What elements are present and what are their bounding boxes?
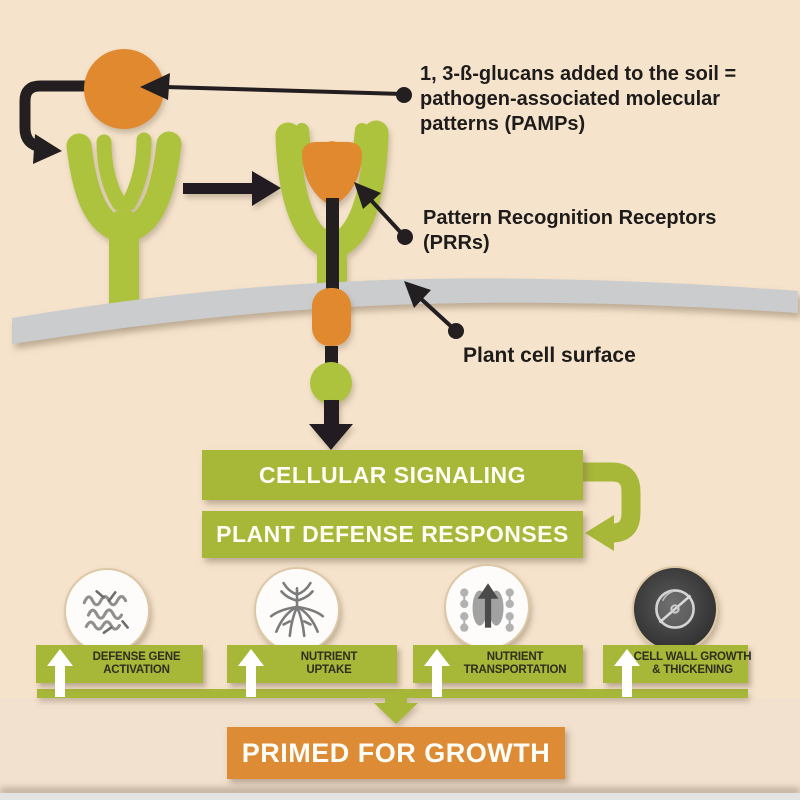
cellular-signaling-banner: CELLULAR SIGNALING <box>202 450 583 500</box>
annotation-line: Pattern Recognition Receptors <box>423 207 717 229</box>
signal-transduction-chain <box>309 198 353 450</box>
nutrient-uptake-circle <box>254 567 340 653</box>
prr-pointer-line <box>354 182 413 245</box>
annotation-line: pathogen-associated molecular <box>420 88 721 110</box>
outcome-label: DEFENSE GENE ACTIVATION <box>92 651 181 676</box>
nutrient-transport-circle <box>444 564 530 650</box>
bound-pamp <box>302 141 362 206</box>
bottom-edge-strip <box>0 793 800 800</box>
up-arrow-icon <box>424 649 450 697</box>
annotation-line: 1, 3-ß-glucans added to the soil = <box>420 63 737 85</box>
defense-gene-circle <box>64 568 150 654</box>
banner-connector-arrow <box>575 462 641 551</box>
pamp-molecule <box>84 49 164 129</box>
annotation-line: patterns (PAMPs) <box>420 113 586 135</box>
membrane-transporter-icon <box>460 583 514 632</box>
binding-arrow <box>183 171 281 206</box>
pointer-dot <box>448 323 464 339</box>
plant-cell-membrane <box>12 278 798 344</box>
cell-wall-circle <box>632 566 718 652</box>
cell-surface-annotation: Plant cell surface <box>463 344 636 367</box>
nutrient-uptake-label-bar: NUTRIENT UPTAKE <box>227 645 397 697</box>
outcome-label: NUTRIENT TRANSPORTATION <box>463 651 567 676</box>
cell-wall-micrograph-icon <box>655 589 695 629</box>
pamp-pointer-line <box>140 73 412 103</box>
cell-wall-label-bar: CELL WALL GROWTH & THICKENING <box>603 645 752 697</box>
outcome-label: NUTRIENT UPTAKE <box>300 651 358 676</box>
outcome-collector-line <box>37 689 748 724</box>
defense-gene-label-bar: DEFENSE GENE ACTIVATION <box>36 645 203 697</box>
down-chevron <box>374 703 418 724</box>
up-arrow-icon <box>238 649 264 697</box>
outcome-label: CELL WALL GROWTH & THICKENING <box>633 651 752 676</box>
up-arrow-icon <box>614 649 640 697</box>
pamp-annotation: 1, 3-ß-glucans added to the soil = patho… <box>420 62 736 137</box>
protein-structure-icon <box>82 590 129 634</box>
nutrient-transport-label-bar: NUTRIENT TRANSPORTATION <box>413 645 583 697</box>
primed-for-growth-banner: PRIMED FOR GROWTH <box>227 727 565 779</box>
cell-surface-pointer-line <box>404 281 464 339</box>
signaling-protein-ball <box>310 362 352 404</box>
intracellular-domain <box>312 288 351 346</box>
prr-receptor-unbound <box>66 131 182 323</box>
annotation-line: (PRRs) <box>423 232 490 254</box>
plant-defense-responses-banner: PLANT DEFENSE RESPONSES <box>202 511 583 558</box>
plant-roots-icon <box>269 581 325 638</box>
up-arrow-icon <box>47 649 73 697</box>
signal-down-arrow <box>309 400 353 450</box>
recycle-arrow <box>19 80 88 164</box>
prr-annotation: Pattern Recognition Receptors (PRRs) <box>423 206 716 256</box>
pointer-dot <box>397 229 413 245</box>
pointer-dot <box>396 87 412 103</box>
